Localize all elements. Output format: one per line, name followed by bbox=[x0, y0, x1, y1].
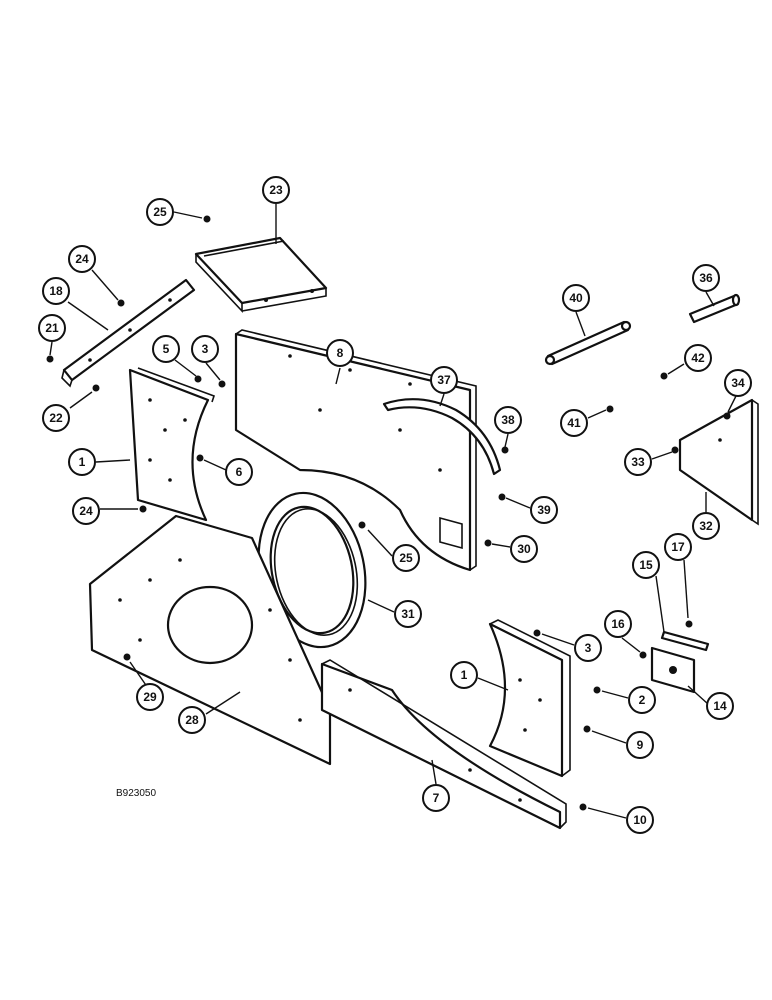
part-15-small-bar bbox=[660, 630, 710, 652]
svg-text:3: 3 bbox=[585, 641, 592, 655]
svg-text:1: 1 bbox=[461, 668, 468, 682]
svg-text:3: 3 bbox=[202, 342, 209, 356]
part-32-side-plate bbox=[678, 398, 759, 526]
svg-text:28: 28 bbox=[185, 713, 199, 727]
leader-lines bbox=[49, 204, 737, 819]
svg-text:5: 5 bbox=[163, 342, 170, 356]
svg-text:34: 34 bbox=[731, 376, 745, 390]
callout-10: 10 bbox=[626, 806, 654, 834]
part-1-lower-side-plate bbox=[488, 619, 571, 778]
callout-18: 18 bbox=[42, 277, 70, 305]
callout-15: 15 bbox=[632, 551, 660, 579]
svg-text:15: 15 bbox=[639, 558, 653, 572]
svg-text:8: 8 bbox=[337, 346, 344, 360]
hardware bbox=[46, 215, 731, 811]
callout-8: 8 bbox=[326, 339, 354, 367]
svg-text:18: 18 bbox=[49, 284, 63, 298]
callout-22: 22 bbox=[42, 404, 70, 432]
callout-9: 9 bbox=[626, 731, 654, 759]
part-40-rod bbox=[544, 320, 632, 366]
callout-39: 39 bbox=[530, 496, 558, 524]
svg-text:37: 37 bbox=[437, 373, 451, 387]
part-23-top-tray bbox=[194, 236, 328, 314]
callout-3: 3 bbox=[574, 634, 602, 662]
svg-text:30: 30 bbox=[517, 542, 531, 556]
svg-text:10: 10 bbox=[633, 813, 647, 827]
callout-5: 5 bbox=[152, 335, 180, 363]
svg-text:38: 38 bbox=[501, 413, 515, 427]
callout-17: 17 bbox=[664, 533, 692, 561]
svg-text:24: 24 bbox=[75, 252, 89, 266]
svg-text:1: 1 bbox=[79, 455, 86, 469]
part-28-lower-plate bbox=[88, 514, 332, 766]
svg-text:31: 31 bbox=[401, 607, 415, 621]
callout-24: 24 bbox=[72, 497, 100, 525]
part-37-curved-strip bbox=[382, 398, 502, 476]
part-7-lower-channel bbox=[320, 659, 567, 830]
svg-text:33: 33 bbox=[631, 455, 645, 469]
part-31-ring bbox=[257, 491, 367, 649]
svg-text:25: 25 bbox=[153, 205, 167, 219]
svg-text:41: 41 bbox=[567, 416, 581, 430]
callout-16: 16 bbox=[604, 610, 632, 638]
part-18-angle-bracket bbox=[61, 278, 196, 388]
part-14-plate bbox=[650, 646, 696, 694]
callout-34: 34 bbox=[724, 369, 752, 397]
callout-29: 29 bbox=[136, 683, 164, 711]
callout-30: 30 bbox=[510, 535, 538, 563]
callout-28: 28 bbox=[178, 706, 206, 734]
svg-text:6: 6 bbox=[236, 465, 243, 479]
svg-text:42: 42 bbox=[691, 351, 705, 365]
callout-2: 2 bbox=[628, 686, 656, 714]
part-1-upper-side-plate bbox=[128, 367, 216, 522]
svg-text:16: 16 bbox=[611, 617, 625, 631]
svg-text:2: 2 bbox=[639, 693, 646, 707]
callout-7: 7 bbox=[422, 784, 450, 812]
part-36-pin bbox=[688, 293, 741, 324]
svg-text:25: 25 bbox=[399, 551, 413, 565]
svg-text:29: 29 bbox=[143, 690, 157, 704]
callout-21: 21 bbox=[38, 314, 66, 342]
callout-33: 33 bbox=[624, 448, 652, 476]
callout-40: 40 bbox=[562, 284, 590, 312]
svg-text:14: 14 bbox=[713, 699, 727, 713]
svg-text:21: 21 bbox=[45, 321, 59, 335]
svg-text:24: 24 bbox=[79, 504, 93, 518]
callout-1: 1 bbox=[68, 448, 96, 476]
callout-6: 6 bbox=[225, 458, 253, 486]
svg-text:23: 23 bbox=[269, 183, 283, 197]
callout-42: 42 bbox=[684, 344, 712, 372]
svg-text:40: 40 bbox=[569, 291, 583, 305]
callout-3: 3 bbox=[191, 335, 219, 363]
drawing-number: B923050 bbox=[116, 788, 156, 799]
svg-text:9: 9 bbox=[637, 738, 644, 752]
callout-25: 25 bbox=[146, 198, 174, 226]
part-8-rear-panel bbox=[234, 329, 477, 572]
svg-text:17: 17 bbox=[671, 540, 685, 554]
callout-36: 36 bbox=[692, 264, 720, 292]
callout-37: 37 bbox=[430, 366, 458, 394]
callout-24: 24 bbox=[68, 245, 96, 273]
callout-31: 31 bbox=[394, 600, 422, 628]
callout-41: 41 bbox=[560, 409, 588, 437]
svg-text:32: 32 bbox=[699, 519, 713, 533]
callouts: 23 25 24 18 21 22 5 3 8 40 36 42 37 38 4… bbox=[38, 176, 752, 834]
svg-text:36: 36 bbox=[699, 271, 713, 285]
callout-32: 32 bbox=[692, 512, 720, 540]
callout-25: 25 bbox=[392, 544, 420, 572]
svg-text:39: 39 bbox=[537, 503, 551, 517]
callout-1: 1 bbox=[450, 661, 478, 689]
svg-text:22: 22 bbox=[49, 411, 63, 425]
callout-14: 14 bbox=[706, 692, 734, 720]
callout-23: 23 bbox=[262, 176, 290, 204]
callout-38: 38 bbox=[494, 406, 522, 434]
svg-text:7: 7 bbox=[433, 791, 440, 805]
